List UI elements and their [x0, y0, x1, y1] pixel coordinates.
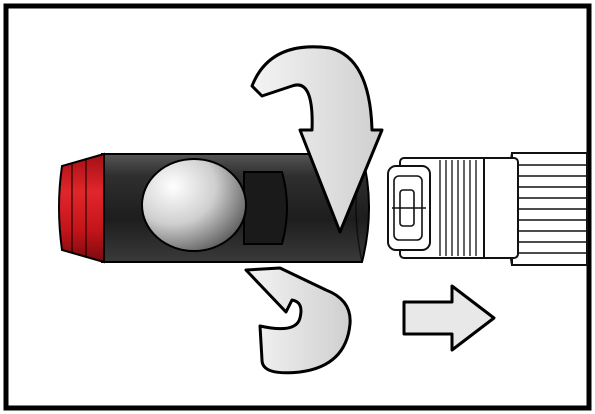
threaded-connector: [387, 157, 519, 259]
push-right-arrow: [402, 284, 496, 352]
oval-window: [141, 158, 247, 252]
red-end-cap: [58, 152, 105, 264]
rotate-arrow-upper: [250, 45, 384, 234]
rotate-arrow-lower: [244, 266, 352, 375]
ribbed-tube: [506, 152, 588, 266]
